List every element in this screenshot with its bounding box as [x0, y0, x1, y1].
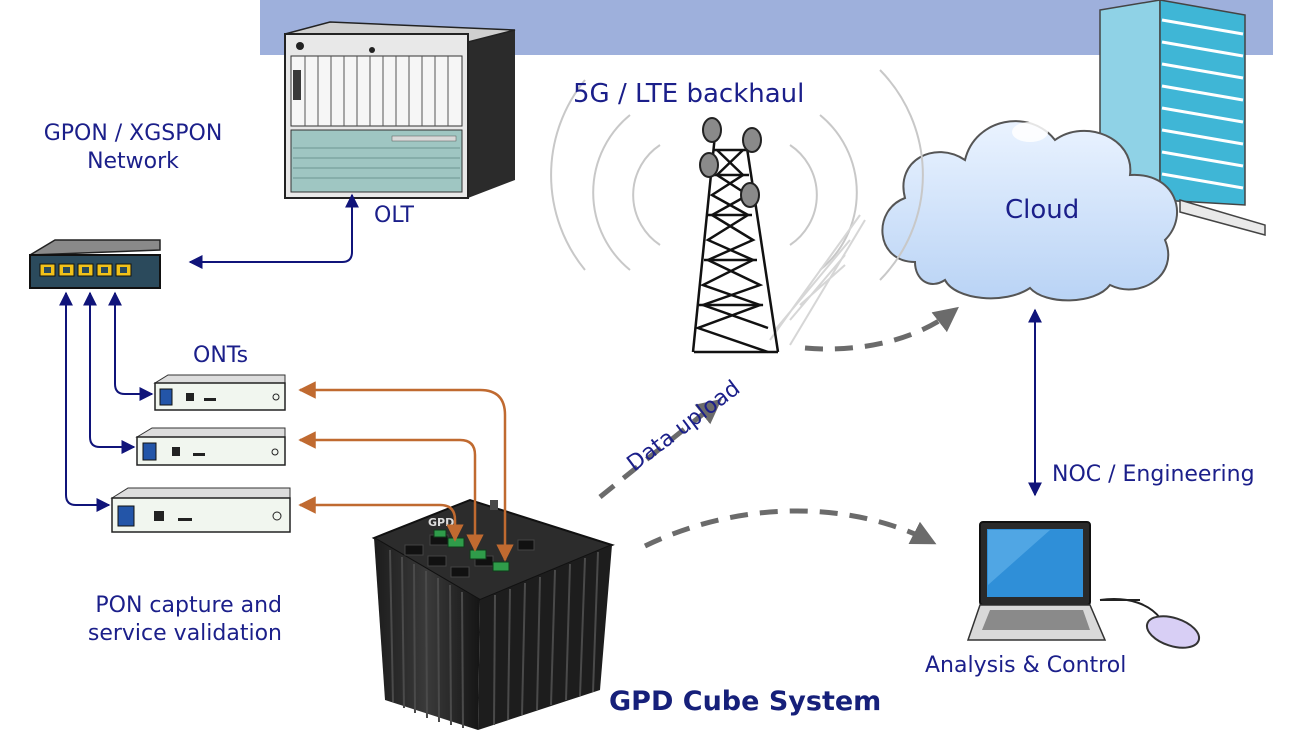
- cloud-label: Cloud: [1005, 195, 1080, 225]
- pon-capture-line1: PON capture and: [95, 593, 282, 618]
- network-switch-icon: [29, 239, 161, 289]
- switch-ont3-arrow: [59, 291, 111, 512]
- cube-ont1-arrow: [298, 381, 514, 562]
- antenna-icon: [699, 117, 762, 208]
- pon-capture-label: PON capture and service validation: [40, 592, 282, 648]
- switch-ont1-arrow: [108, 291, 154, 401]
- noc-engineering-label: NOC / Engineering: [1052, 462, 1255, 487]
- gpon-network-line2: Network: [87, 149, 179, 174]
- gpon-network-label: GPON / XGSPON Network: [26, 120, 240, 176]
- cube-laptop-arrow: [643, 508, 937, 549]
- tower-cloud-arrow: [804, 306, 959, 352]
- pon-capture-line2: service validation: [87, 621, 282, 646]
- switch-ont2-arrow: [83, 291, 136, 454]
- cube-ont3-arrow: [298, 496, 464, 542]
- gpd-cube-icon: GPD: [371, 498, 615, 730]
- cell-tower-icon: [691, 134, 780, 354]
- radio-waves: [550, 69, 924, 281]
- ont-device-icon: [110, 487, 291, 533]
- switch-olt-arrow: [188, 193, 359, 269]
- system-title: GPD Cube System: [609, 686, 882, 717]
- svg-text:GPD: GPD: [428, 516, 454, 529]
- backhaul-label: 5G / LTE backhaul: [573, 79, 805, 109]
- gpon-network-line1: GPON / XGSPON: [43, 121, 223, 146]
- cloud-icon: [881, 120, 1179, 302]
- data-flows: [598, 306, 959, 549]
- olt-label: OLT: [374, 203, 414, 228]
- onts-label: ONTs: [193, 343, 249, 368]
- analysis-control-label: Analysis & Control: [925, 653, 1127, 678]
- laptop-icon: [966, 521, 1201, 649]
- tower-shadow: [769, 214, 866, 346]
- network-links: [59, 193, 1042, 512]
- cube-ont2-arrow: [298, 431, 484, 552]
- ont-device-icon: [135, 427, 286, 466]
- olt-chassis-icon: [284, 21, 516, 199]
- ont-device-icon: [153, 374, 286, 411]
- capture-links: [298, 381, 514, 562]
- cube-tower-arrow: [598, 398, 722, 499]
